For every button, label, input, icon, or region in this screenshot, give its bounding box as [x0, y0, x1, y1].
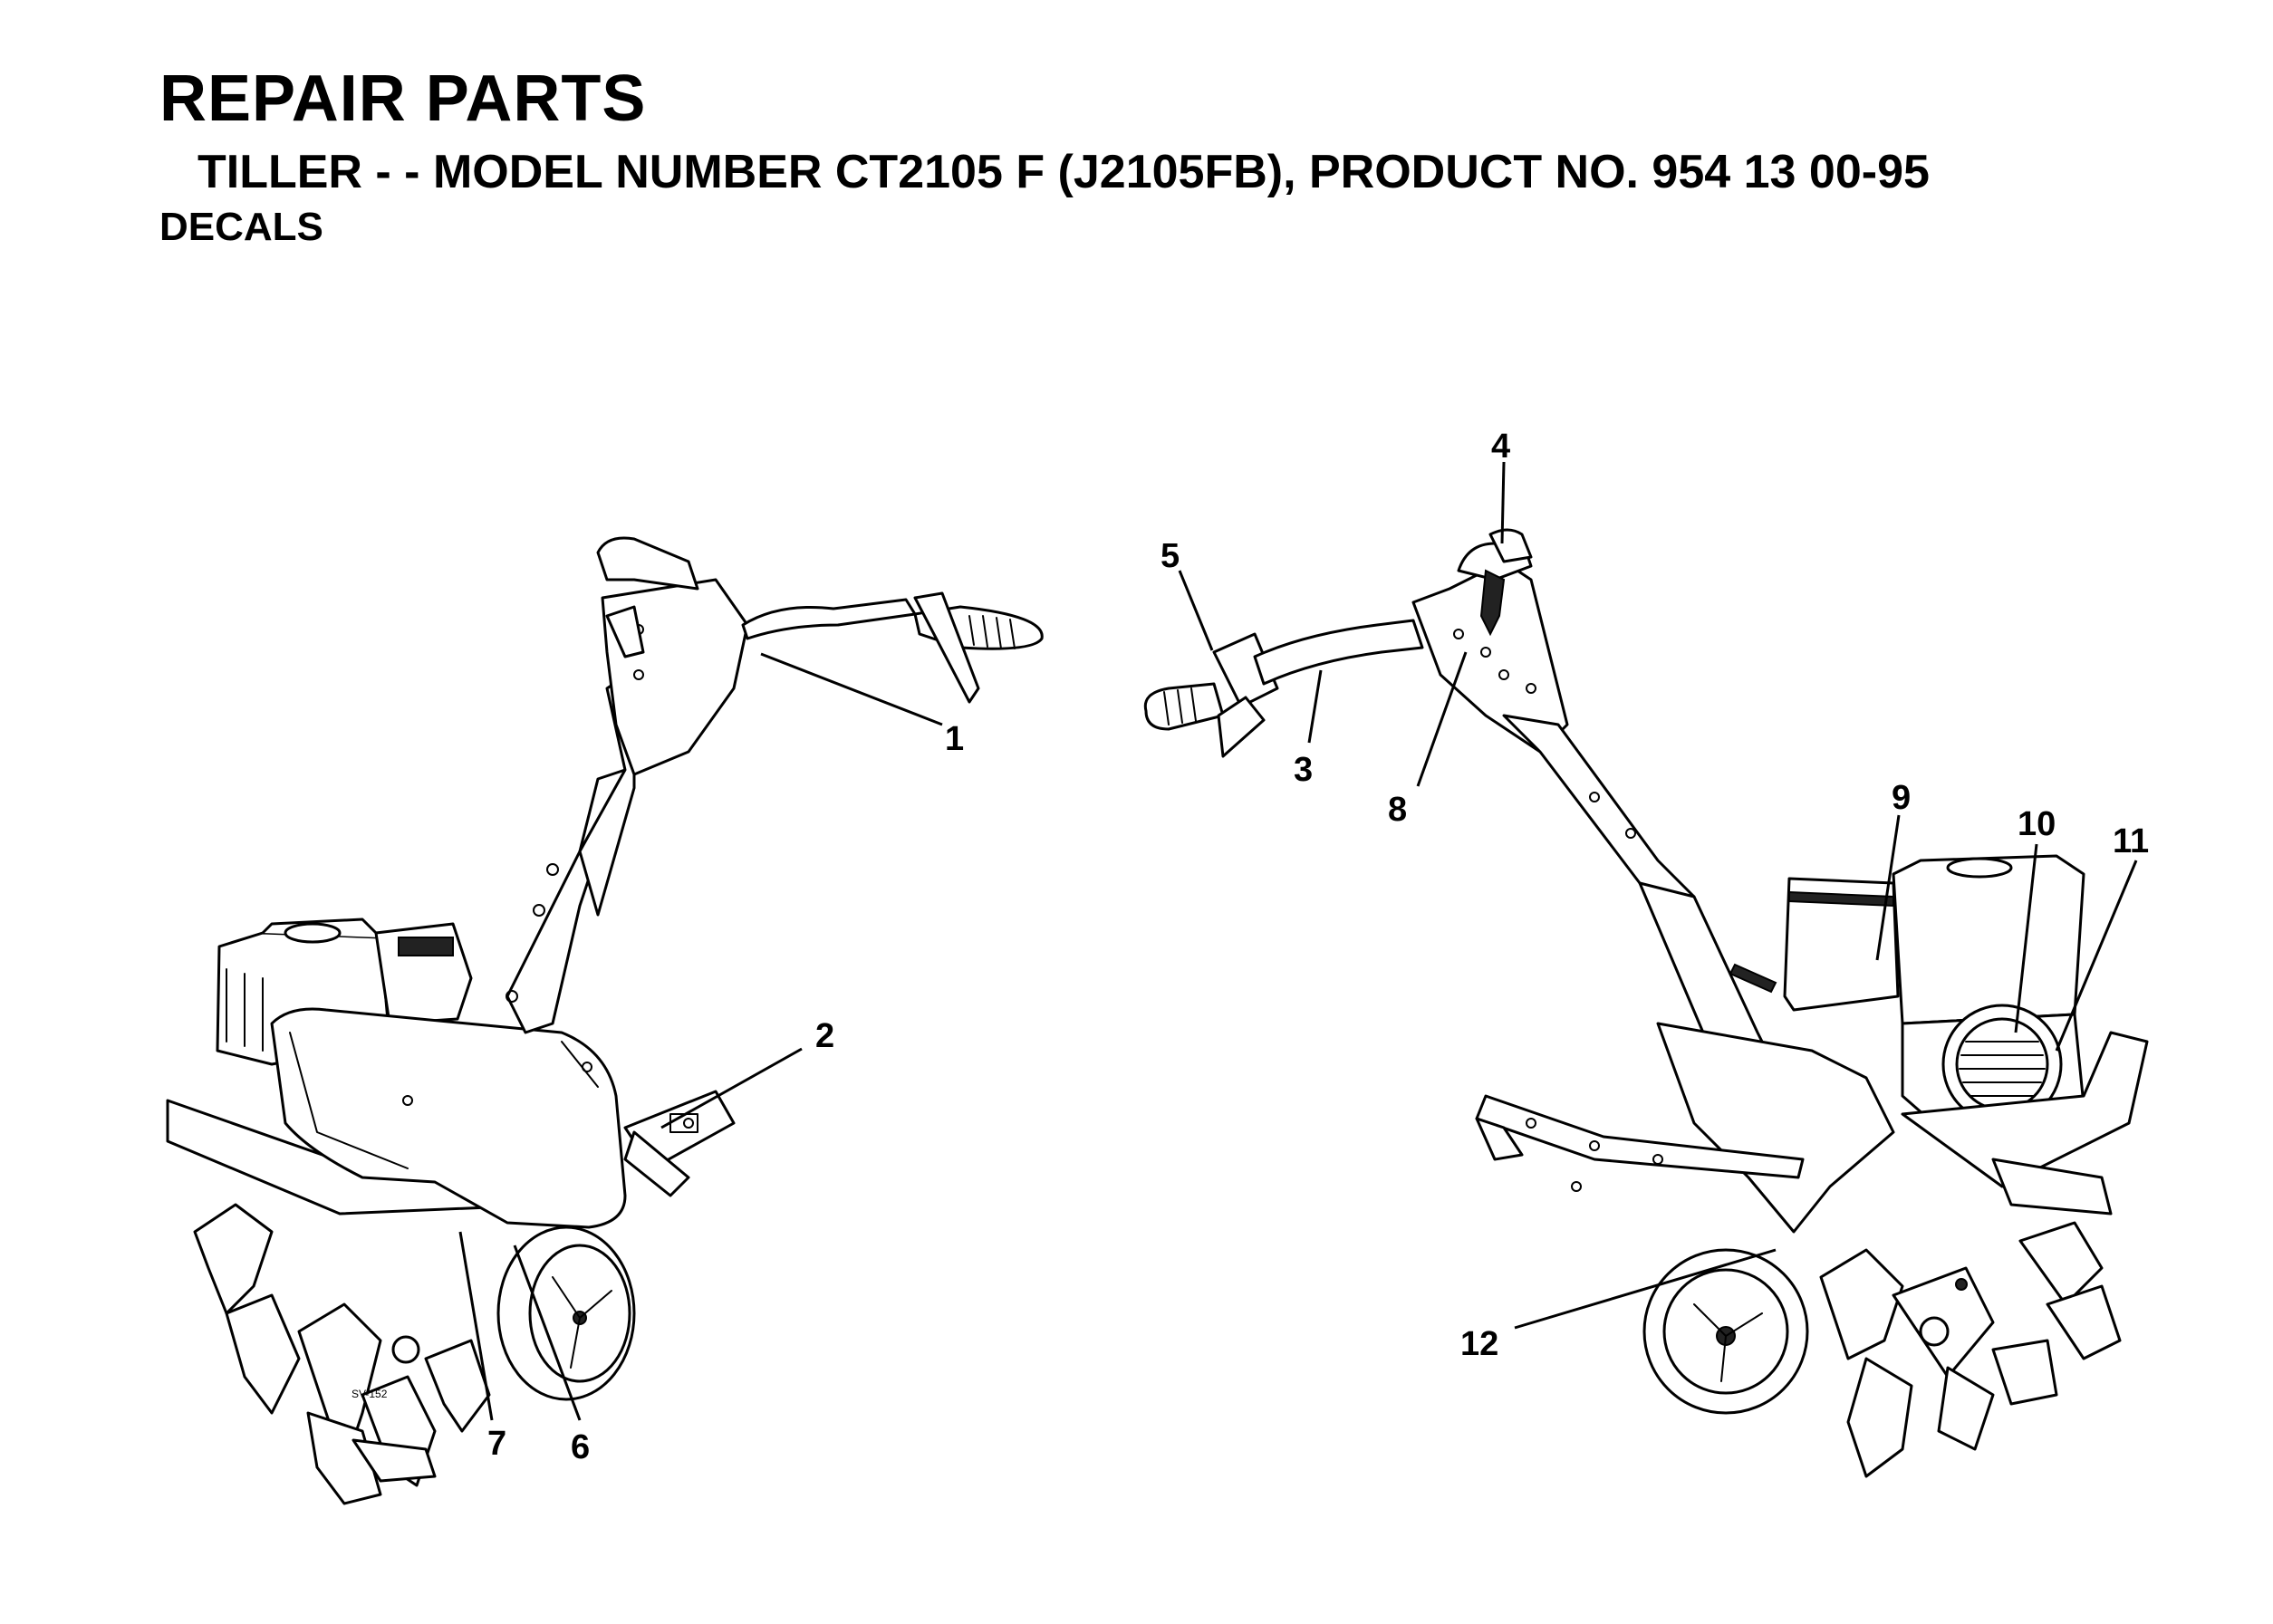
section-heading: DECALS	[159, 205, 323, 249]
right-tine-shield	[1656, 1022, 1895, 1234]
leader-line-2	[660, 1047, 803, 1129]
callout-9: 9	[1892, 779, 1911, 817]
leader-line-12	[1514, 1248, 1777, 1330]
figure-code: SV-152	[352, 1388, 388, 1400]
model-subtitle: TILLER - - MODEL NUMBER CT2105 F (J2105F…	[197, 146, 1930, 198]
leader-line-1	[760, 652, 943, 726]
right-left-grip	[1143, 682, 1225, 731]
callout-11: 11	[2113, 822, 2149, 860]
leader-line-5	[1178, 570, 1214, 651]
right-handlebar	[1253, 619, 1424, 686]
leader-line-8	[1416, 651, 1468, 787]
right-wheel	[1642, 1248, 1809, 1415]
leader-line-10	[2014, 843, 2038, 1033]
callout-1: 1	[945, 720, 964, 758]
callout-4: 4	[1491, 428, 1510, 466]
callout-2: 2	[815, 1017, 834, 1055]
right-tines	[1819, 1221, 2122, 1478]
callout-7: 7	[487, 1425, 506, 1463]
callout-leaders	[458, 461, 2138, 1421]
callout-8: 8	[1388, 791, 1407, 829]
leader-line-11	[2055, 860, 2138, 1052]
right-tiller-illustration	[1143, 528, 2149, 1478]
left-tiller-illustration: SV-152	[166, 536, 1044, 1505]
leader-line-9	[1875, 814, 1901, 961]
leader-line-4	[1500, 461, 1506, 544]
leader-line-6	[513, 1244, 582, 1421]
callout-5: 5	[1161, 537, 1180, 575]
left-tines	[193, 1203, 491, 1487]
left-handlebar	[741, 598, 917, 640]
right-handle-column	[1502, 714, 1696, 917]
callout-numbers: 1 2 3 4 5 6 7 8 9 10 11 12	[487, 428, 2149, 1466]
left-belt-cover	[270, 1007, 627, 1229]
callout-12: 12	[1460, 1325, 1498, 1363]
leader-line-3	[1307, 669, 1323, 744]
leader-line-7	[458, 1231, 494, 1421]
callout-10: 10	[2018, 805, 2056, 843]
callout-6: 6	[571, 1428, 590, 1466]
callout-3: 3	[1294, 751, 1313, 789]
page-title: REPAIR PARTS	[159, 62, 647, 135]
left-wheel	[496, 1225, 636, 1401]
